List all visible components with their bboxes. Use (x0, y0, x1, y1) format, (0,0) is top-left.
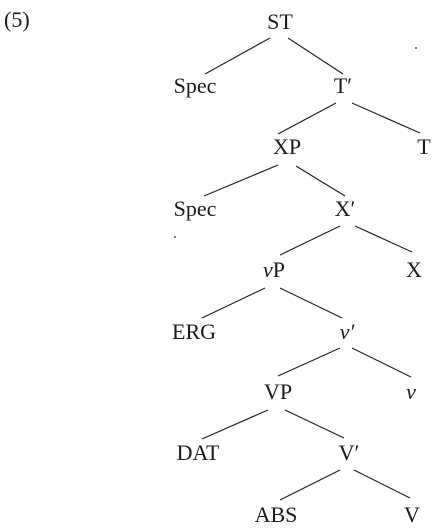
edge-tbar-xp (277, 102, 337, 135)
edge-xbar-x (354, 225, 413, 253)
edge-bigvp-bigvbar (284, 409, 345, 439)
edge-vbar-bigvp (277, 347, 341, 377)
node-t-bar: T′ (333, 73, 353, 98)
node-small-v: v (406, 379, 416, 404)
edge-bigvp-dat (201, 409, 269, 440)
edge-vp-erg (201, 287, 266, 319)
node-big-v: V (404, 502, 420, 527)
node-st: ST (267, 9, 293, 34)
node-spec-1: Spec (173, 73, 217, 98)
edge-bigvbar-abs (279, 469, 341, 501)
speck-1 (415, 47, 417, 49)
speck-2 (174, 236, 176, 238)
edge-bigvbar-bigv (353, 469, 411, 499)
edge-st-tbar (287, 37, 344, 75)
node-small-vp: vP (263, 258, 285, 282)
edge-st-spec (204, 37, 271, 75)
node-small-vp-v: v (262, 257, 273, 282)
node-dat: DAT (176, 440, 220, 465)
node-big-vp: VP (263, 379, 293, 404)
edge-xbar-vp (279, 225, 341, 256)
edge-tbar-t (351, 102, 421, 134)
example-number: (5) (4, 7, 30, 32)
node-abs: ABS (254, 502, 298, 527)
node-spec-2: Spec (173, 196, 217, 221)
node-big-v-bar: V′ (338, 440, 360, 465)
node-x-bar: X′ (334, 196, 356, 221)
node-t: T (417, 134, 431, 159)
node-small-vp-p: P (272, 257, 286, 282)
edge-vbar-v (351, 347, 412, 378)
node-x: X (406, 257, 422, 282)
node-xp: XP (272, 134, 302, 159)
node-small-v-bar: v′ (339, 319, 355, 344)
edge-xp-spec (203, 164, 279, 197)
edge-vp-vbar (279, 287, 343, 319)
edge-xp-xbar (295, 165, 346, 197)
node-erg: ERG (172, 319, 216, 344)
